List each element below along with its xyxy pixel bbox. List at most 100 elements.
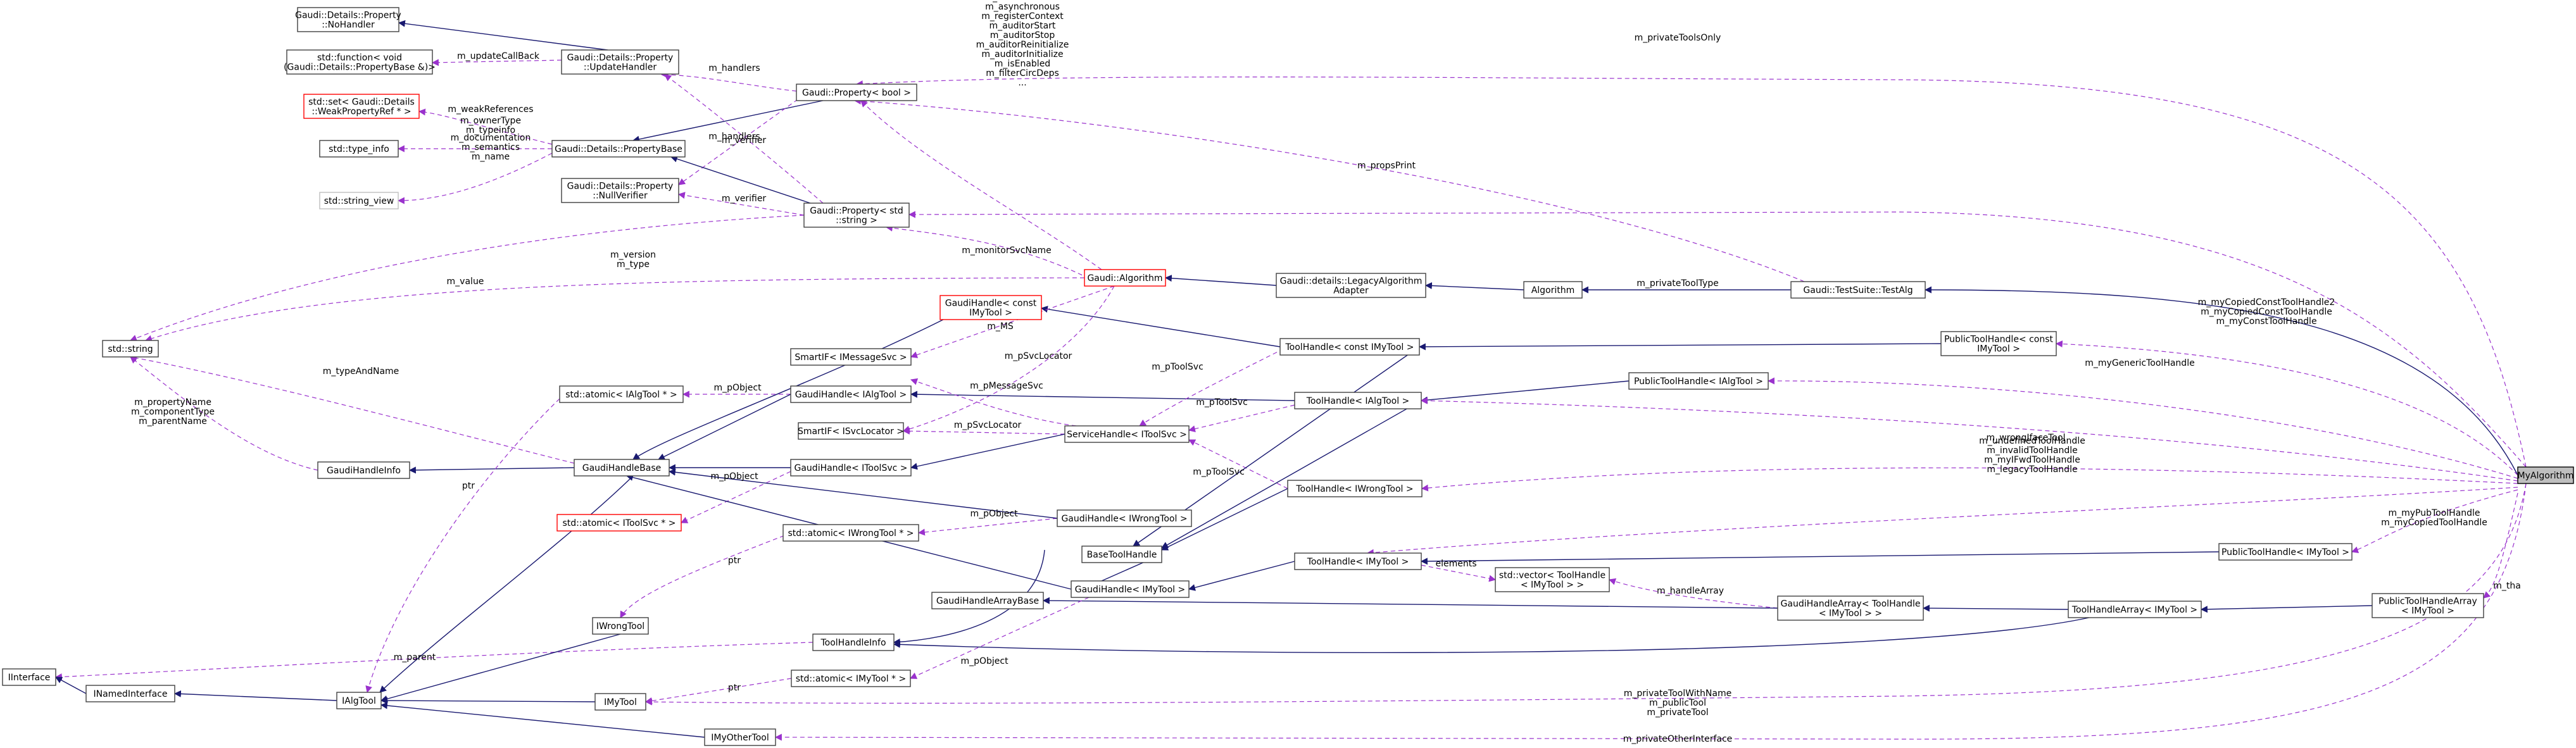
class-node-update-handler[interactable]: Gaudi::Details::Property::UpdateHandler (561, 49, 679, 75)
edge-label-line: m_registerContext (981, 11, 1064, 22)
class-node-box (1064, 425, 1190, 443)
class-node-box (303, 94, 420, 119)
class-node-atomic-i-my-tool[interactable]: std::atomic< IMyTool * > (791, 670, 911, 687)
usage-edge (774, 483, 2527, 741)
class-node-label: < IMyTool > > (1521, 580, 1584, 590)
class-node-label: std::type_info (329, 144, 389, 154)
class-node-test-alg[interactable]: Gaudi::TestSuite::TestAlg (1790, 281, 1926, 299)
usage-edge (853, 97, 1805, 282)
class-node-gh-array-t-h[interactable]: GaudiHandleArray< ToolHandle< IMyTool > … (1777, 595, 1924, 621)
edge-label: ptr (462, 481, 475, 491)
edge-label: m_myGenericToolHandle (2085, 358, 2194, 368)
class-node-label: IAlgTool (342, 696, 376, 706)
class-node-gh-i-tool-svc[interactable]: GaudiHandle< IToolSvc > (790, 459, 912, 477)
class-node-std-set[interactable]: std::set< Gaudi::Details::WeakPropertyRe… (303, 94, 420, 119)
class-node-box (798, 422, 904, 440)
class-node-i-named-interface[interactable]: INamedInterface (85, 685, 175, 702)
class-node-pub-th-array-i-my-tool[interactable]: PublicToolHandleArray< IMyTool > (2372, 593, 2484, 618)
edge-label-line: m_undefinedToolHandle (1979, 436, 2085, 446)
class-node-prop-bool[interactable]: Gaudi::Property< bool > (796, 84, 917, 101)
class-node-label: SmartIF< IMessageSvc > (795, 352, 907, 363)
class-node-gaudi-algorithm[interactable]: Gaudi::Algorithm (1084, 269, 1166, 287)
class-node-label: std::string (108, 344, 153, 354)
class-node-std-function[interactable]: std::function< void(Gaudi::Details::Prop… (284, 49, 436, 75)
edge-label: m_verifier (722, 135, 767, 146)
class-node-gaudi-handle-array-base[interactable]: GaudiHandleArrayBase (931, 592, 1044, 609)
class-node-i-wrong-tool[interactable]: IWrongTool (592, 617, 649, 635)
class-node-pub-th-i-alg-tool[interactable]: PublicToolHandle< IAlgTool > (1628, 372, 1769, 390)
class-node-box (931, 592, 1044, 609)
class-node-i-alg-tool[interactable]: IAlgTool (336, 692, 382, 709)
edge-label-line: m_myPubToolHandle (2388, 508, 2480, 518)
class-node-gaudi-handle-info[interactable]: GaudiHandleInfo (317, 461, 410, 479)
usage-edge (1421, 564, 1497, 582)
class-node-label: GaudiHandle< IAlgTool > (795, 390, 907, 400)
class-node-string-view[interactable]: std::string_view (319, 192, 399, 209)
class-node-std-string[interactable]: std::string (102, 340, 159, 358)
edge-label: m_privateToolType (1637, 278, 1719, 289)
class-node-gh-i-wrong-tool[interactable]: GaudiHandle< IWrongTool > (1057, 509, 1192, 527)
class-node-service-handle[interactable]: ServiceHandle< IToolSvc > (1064, 425, 1190, 443)
usage-edge (54, 642, 814, 681)
class-node-th-array-i-my-tool[interactable]: ToolHandleArray< IMyTool > (2068, 601, 2202, 618)
edge-label-line: m_myConstToolHandle (2216, 316, 2316, 327)
class-node-label: Gaudi::TestSuite::TestAlg (1803, 285, 1913, 296)
class-node-label: MyAlgorithm (2518, 471, 2574, 481)
class-node-label: INamedInterface (94, 689, 168, 699)
usage-edge (910, 378, 1077, 427)
inheritance-edge (1924, 286, 2518, 476)
class-node-type-info[interactable]: std::type_info (319, 140, 399, 158)
edge-label: m_pSvcLocator (1005, 351, 1072, 361)
class-node-smart-if-msg[interactable]: SmartIF< IMessageSvc > (790, 348, 912, 366)
class-node-label: ::WeakPropertyRef * > (311, 107, 411, 117)
edge-label: m_pObject (713, 383, 762, 393)
usage-edge (885, 224, 1090, 279)
edge-label-line: m_auditorStart (990, 21, 1056, 31)
class-node-box (336, 692, 382, 709)
class-node-label: IMyOtherTool (711, 733, 769, 743)
usage-edge (902, 285, 1115, 433)
class-node-i-my-tool[interactable]: IMyTool (594, 693, 646, 711)
class-node-gh-i-alg-tool[interactable]: GaudiHandle< IAlgTool > (790, 385, 912, 403)
inheritance-edge (2200, 605, 2373, 613)
class-node-i-my-other-tool[interactable]: IMyOtherTool (704, 728, 776, 746)
edge-label: m_propsPrint (1357, 161, 1416, 171)
class-node-gh-i-my-tool[interactable]: GaudiHandle< IMyTool > (1071, 580, 1190, 598)
class-node-prop-string[interactable]: Gaudi::Property< std::string > (803, 203, 910, 228)
class-node-no-handler[interactable]: Gaudi::Details::Property::NoHandler (295, 7, 401, 32)
edge-label-line: m_ownerType (460, 116, 521, 126)
class-node-algorithm[interactable]: Algorithm (1523, 281, 1583, 299)
class-node-atomic-i-tool-svc[interactable]: std::atomic< IToolSvc * > (556, 514, 682, 532)
edge-label-line: m_myCopiedToolHandle (2381, 518, 2487, 528)
class-node-property-base[interactable]: Gaudi::Details::PropertyBase (551, 140, 686, 158)
class-node-th-i-wrong-tool[interactable]: ToolHandle< IWrongTool > (1287, 480, 1423, 497)
usage-edge (644, 678, 792, 704)
class-node-label: SmartIF< ISvcLocator > (798, 427, 904, 437)
edge-label-line: m_pMessageSvc (970, 381, 1043, 391)
class-node-tool-handle-info[interactable]: ToolHandleInfo (812, 633, 895, 651)
edge-label-line: m_pSvcLocator (1005, 351, 1072, 361)
class-node-th-i-alg-tool[interactable]: ToolHandle< IAlgTool > (1294, 392, 1422, 409)
class-node-atomic-i-alg-tool[interactable]: std::atomic< IAlgTool * > (559, 385, 684, 403)
usage-edge (129, 215, 805, 342)
edge-label: m_pToolSvc (1152, 362, 1203, 372)
class-node-vector-t-h[interactable]: std::vector< ToolHandle< IMyTool > > (1495, 567, 1610, 592)
class-node-th-i-my-tool[interactable]: ToolHandle< IMyTool > (1294, 552, 1422, 570)
class-node-interface[interactable]: IInterface (2, 668, 56, 686)
class-node-gaudi-handle-base[interactable]: GaudiHandleBase (574, 459, 670, 477)
edge-label: m_pObject (710, 471, 758, 482)
class-node-null-verifier[interactable]: Gaudi::Details::Property::NullVerifier (561, 178, 679, 203)
inheritance-edge (1418, 343, 1942, 351)
class-node-th-const-i-my-tool[interactable]: ToolHandle< const IMyTool > (1279, 338, 1420, 356)
edge-label-line: m_name (472, 152, 510, 162)
class-node-atomic-i-wrong-tool[interactable]: std::atomic< IWrongTool * > (782, 524, 919, 542)
class-node-pub-th-i-my-tool[interactable]: PublicToolHandle< IMyTool > (2218, 543, 2353, 561)
class-node-smart-if-svc-loc[interactable]: SmartIF< ISvcLocator > (798, 422, 904, 440)
class-node-base-tool-handle[interactable]: BaseToolHandle (1081, 545, 1162, 563)
class-node-my-algorithm[interactable]: MyAlgorithm (2517, 466, 2574, 484)
